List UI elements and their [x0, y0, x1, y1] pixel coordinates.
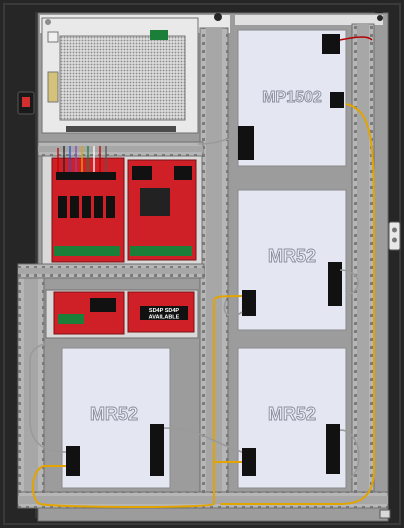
- yellow-wiring: [32, 103, 375, 508]
- board-label-middle-right: MR52: [268, 246, 316, 266]
- daughter-tag-line2: AVAILABLE: [149, 315, 180, 321]
- controller-board: SD4P SD4P AVAILABLE: [45, 289, 199, 339]
- power-supply-unit: [41, 17, 199, 134]
- board-label-bottom-left: MR52: [90, 404, 138, 424]
- tamper-switch-icon: [379, 509, 391, 519]
- red-wire: [339, 36, 373, 41]
- board-bottom-left: MR52: [61, 347, 171, 489]
- board-label-top-right: MP1502: [262, 89, 322, 106]
- board-top-right: MP1502: [237, 29, 347, 167]
- cabinet-inner-edge: [3, 3, 401, 525]
- key-lock-icon[interactable]: [388, 221, 401, 251]
- gray-wiring: [29, 137, 360, 479]
- relay-board: [41, 146, 203, 265]
- board-label-bottom-right: MR52: [268, 404, 316, 424]
- board-bottom-right: MR52: [237, 347, 347, 489]
- board-middle-right: MR52: [237, 189, 347, 331]
- daughter-tag-line1: SD4P SD4P: [149, 308, 179, 314]
